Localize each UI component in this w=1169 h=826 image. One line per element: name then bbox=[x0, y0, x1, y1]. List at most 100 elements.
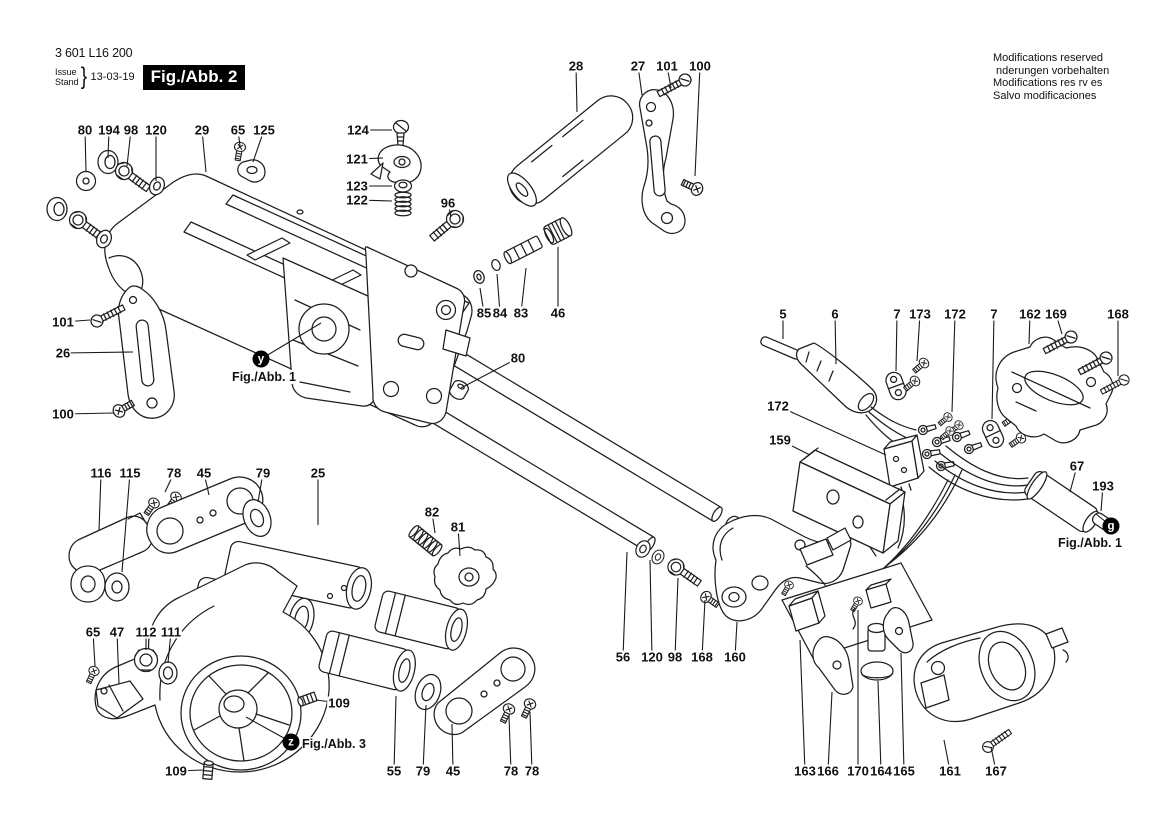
leader-line bbox=[701, 599, 706, 658]
notice-line: nderungen vorbehalten bbox=[993, 64, 1110, 77]
callout-172: 172 bbox=[943, 306, 967, 322]
callout-55: 55 bbox=[385, 763, 403, 779]
leader-line bbox=[799, 639, 806, 772]
issue-stand-label: Issue Stand bbox=[55, 67, 79, 87]
part-cord-5-6 bbox=[760, 336, 917, 451]
leader-line bbox=[451, 723, 454, 772]
notice-line: Salvo modificaciones bbox=[993, 89, 1097, 102]
leader-line bbox=[622, 551, 628, 658]
callout-96: 96 bbox=[439, 195, 457, 211]
part-number: 3 601 L16 200 bbox=[55, 46, 133, 60]
callout-67: 67 bbox=[1068, 458, 1086, 474]
part-switch-assembly bbox=[781, 562, 933, 695]
leader-line bbox=[575, 65, 578, 113]
leader-line bbox=[991, 313, 995, 420]
callout-121: 121 bbox=[345, 151, 369, 167]
callout-166: 166 bbox=[816, 763, 840, 779]
callout-29: 29 bbox=[193, 122, 211, 138]
leader-line bbox=[694, 65, 701, 177]
stand-word: Stand bbox=[55, 77, 79, 87]
leader-line bbox=[121, 472, 131, 573]
callout-161: 161 bbox=[938, 763, 962, 779]
callout-120: 120 bbox=[640, 649, 664, 665]
callout-168: 168 bbox=[690, 649, 714, 665]
figure-title-box: Fig./Abb. 2 bbox=[142, 64, 246, 90]
notice-line: Modifications res rv es bbox=[993, 77, 1103, 89]
callout-124: 124 bbox=[346, 122, 370, 138]
issue-date: 13-03-19 bbox=[90, 71, 135, 83]
figure-marker-z: z bbox=[282, 733, 300, 751]
part-bracket-27 bbox=[638, 71, 706, 234]
callout-26: 26 bbox=[54, 345, 72, 361]
callout-81: 81 bbox=[449, 519, 467, 535]
part-clamp-group bbox=[370, 119, 573, 284]
leader-line bbox=[520, 267, 527, 314]
part-lever-116-group bbox=[68, 476, 272, 603]
callout-65: 65 bbox=[229, 122, 247, 138]
figure-ref-label: Fig./Abb. 3 bbox=[302, 737, 366, 751]
callout-111: 111 bbox=[159, 624, 183, 640]
callout-173: 173 bbox=[908, 306, 932, 322]
callout-101: 101 bbox=[51, 314, 75, 330]
part-rollers bbox=[318, 590, 538, 736]
leader-line bbox=[877, 680, 882, 772]
notice-line: Modifications reserved bbox=[993, 52, 1104, 64]
leader-line bbox=[116, 631, 120, 685]
part-handle-28 bbox=[506, 95, 634, 207]
callout-45: 45 bbox=[444, 763, 462, 779]
callout-56: 56 bbox=[614, 649, 632, 665]
part-knob-81 bbox=[408, 525, 497, 606]
callout-80: 80 bbox=[509, 350, 527, 366]
callout-167: 167 bbox=[984, 763, 1008, 779]
callout-47: 47 bbox=[108, 624, 126, 640]
figure-marker-y: y bbox=[252, 350, 270, 368]
callout-109: 109 bbox=[164, 763, 188, 779]
callout-80: 80 bbox=[76, 122, 94, 138]
brace-glyph: } bbox=[80, 63, 87, 90]
part-housing-162 bbox=[995, 328, 1132, 444]
callout-7: 7 bbox=[989, 306, 999, 322]
leader-line bbox=[834, 313, 837, 365]
callout-45: 45 bbox=[195, 465, 213, 481]
part-fasteners-top-left bbox=[46, 140, 266, 251]
part-wires bbox=[877, 445, 1029, 574]
callout-125: 125 bbox=[252, 122, 276, 138]
callout-78: 78 bbox=[165, 465, 183, 481]
leader-line bbox=[460, 357, 519, 389]
figure-ref-label: Fig./Abb. 1 bbox=[1058, 536, 1122, 550]
callout-28: 28 bbox=[567, 58, 585, 74]
part-terminals bbox=[885, 355, 1029, 472]
leader-line bbox=[508, 715, 512, 772]
modification-notices: Modifications reserved nderungen vorbeha… bbox=[993, 52, 1109, 102]
part-switch-172 bbox=[883, 434, 925, 549]
callout-5: 5 bbox=[778, 306, 788, 322]
figure-ref-label: Fig./Abb. 1 bbox=[232, 370, 296, 384]
callout-98: 98 bbox=[122, 122, 140, 138]
leader-line bbox=[649, 559, 653, 658]
callout-65: 65 bbox=[84, 624, 102, 640]
callout-82: 82 bbox=[423, 504, 441, 520]
figure-marker-g: g bbox=[1102, 517, 1120, 535]
callout-78: 78 bbox=[523, 763, 541, 779]
callout-112: 112 bbox=[134, 624, 158, 640]
doc-header: 3 601 L16 200 Issue Stand } 13-03-19 Fig… bbox=[55, 46, 246, 91]
callout-163: 163 bbox=[793, 763, 817, 779]
callout-6: 6 bbox=[830, 306, 840, 322]
callout-115: 115 bbox=[118, 465, 142, 481]
callout-164: 164 bbox=[869, 763, 893, 779]
callout-27: 27 bbox=[629, 58, 647, 74]
part-wheel-housing bbox=[83, 562, 330, 780]
leader-line bbox=[98, 472, 102, 531]
callout-170: 170 bbox=[846, 763, 870, 779]
callout-84: 84 bbox=[491, 305, 509, 321]
callout-120: 120 bbox=[144, 122, 168, 138]
issue-word: Issue bbox=[55, 67, 77, 77]
callout-25: 25 bbox=[309, 465, 327, 481]
part-trigger-160 bbox=[712, 514, 852, 622]
callout-162: 162 bbox=[1018, 306, 1042, 322]
part-cover-161 bbox=[913, 623, 1069, 756]
callout-116: 116 bbox=[89, 465, 113, 481]
